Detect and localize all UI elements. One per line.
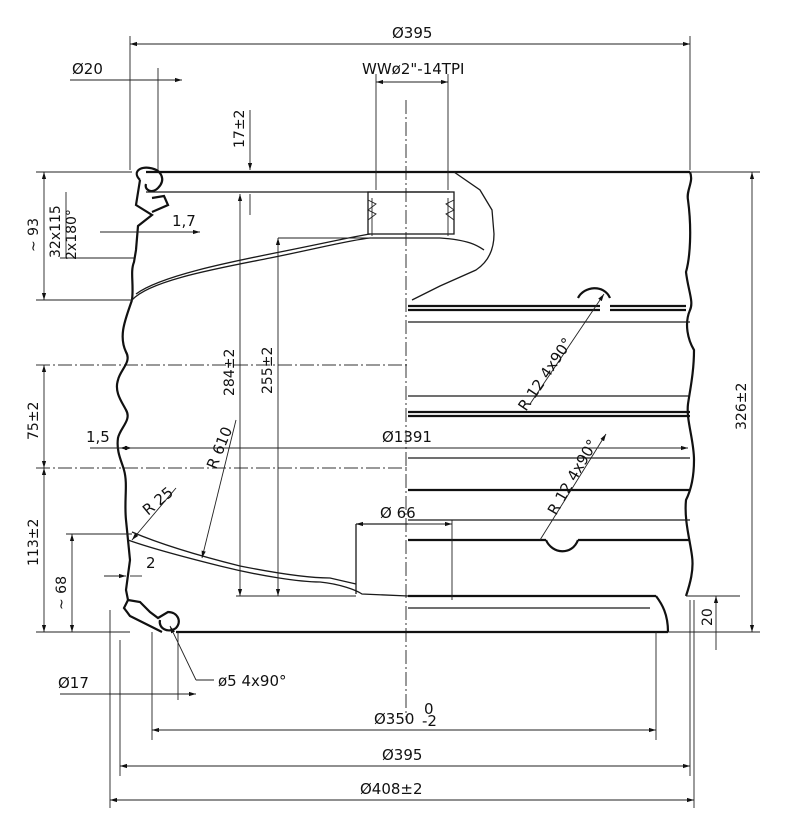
dim-dia-350-tol-bot: -2 <box>422 712 437 730</box>
dim-height-255: 255±2 <box>260 347 276 394</box>
dimension-lines <box>36 36 760 808</box>
dim-height-68: ~ 68 <box>54 576 70 610</box>
dim-hole: ø5 4x90° <box>218 672 287 690</box>
keg-outline-right <box>408 171 696 597</box>
dim-top-dia: Ø395 <box>392 24 432 42</box>
dim-height-284: 284±2 <box>222 349 238 396</box>
dim-radius-25: R 25 <box>139 483 177 519</box>
dim-height-113: 113±2 <box>26 519 42 566</box>
dim-dia-395-bottom: Ø395 <box>382 746 422 764</box>
dim-inner-dia: Ø1391 <box>382 428 432 446</box>
dim-top-chime: ~ 93 <box>26 218 42 252</box>
upper-dome <box>131 170 690 301</box>
keg-outline-left <box>115 166 180 633</box>
center-lines <box>36 100 410 720</box>
dim-thickness-mid: 1,5 <box>86 428 110 446</box>
dim-thread: WWø2"-14TPI <box>362 60 464 78</box>
dim-bung-height: 17±2 <box>232 110 248 148</box>
dim-dia-408: Ø408±2 <box>360 780 423 798</box>
dim-dia-350-tol-top: 0 <box>424 700 434 718</box>
dim-dia-66: Ø 66 <box>380 504 416 522</box>
dim-dia-17: Ø17 <box>58 674 89 692</box>
dim-flange-dia: Ø20 <box>72 60 103 78</box>
dim-height-20: 20 <box>700 608 716 626</box>
dim-radius-12-bot: R 12 4x90° <box>544 436 602 518</box>
dim-dia-350: Ø350 <box>374 710 414 728</box>
dim-bead: 32x115 <box>48 205 64 258</box>
dim-thickness-top: 1,7 <box>172 212 196 230</box>
dim-bead-angle: 2x180° <box>64 209 80 260</box>
dim-height-75: 75±2 <box>26 402 42 440</box>
dim-height-326: 326±2 <box>734 383 750 430</box>
dim-radius-12-top: R 12 4x90° <box>514 334 576 414</box>
dim-gap-2: 2 <box>146 554 156 572</box>
